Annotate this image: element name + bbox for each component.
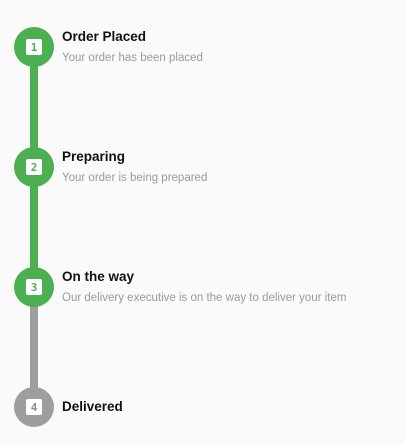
step-subtitle: Your order is being prepared bbox=[62, 172, 208, 184]
step-text: Preparing Your order is being prepared bbox=[62, 149, 207, 185]
timeline-connector-completed bbox=[30, 54, 38, 159]
step-title: On the way bbox=[62, 269, 135, 284]
step-number-2-icon: 2 bbox=[26, 159, 42, 175]
step-text: Delivered bbox=[62, 399, 123, 415]
step-subtitle: Your order has been placed bbox=[62, 52, 203, 64]
step-text: Order Placed Your order has been placed bbox=[62, 29, 203, 65]
step-indicator-completed: 3 bbox=[14, 267, 54, 307]
step-indicator-completed: 1 bbox=[14, 27, 54, 67]
step-indicator-completed: 2 bbox=[14, 147, 54, 187]
step-subtitle: Our delivery executive is on the way to … bbox=[62, 292, 347, 304]
step-title: Preparing bbox=[62, 149, 126, 164]
step-number-3-icon: 3 bbox=[26, 279, 42, 295]
step-number-1-icon: 1 bbox=[26, 39, 42, 55]
step-title: Order Placed bbox=[62, 29, 147, 44]
timeline-connector-pending bbox=[30, 292, 38, 400]
step-title: Delivered bbox=[62, 399, 123, 414]
step-text: On the way Our delivery executive is on … bbox=[62, 269, 346, 305]
step-indicator-pending: 4 bbox=[14, 387, 54, 427]
step-number-4-icon: 4 bbox=[26, 399, 42, 415]
timeline-connector-completed bbox=[30, 172, 38, 279]
